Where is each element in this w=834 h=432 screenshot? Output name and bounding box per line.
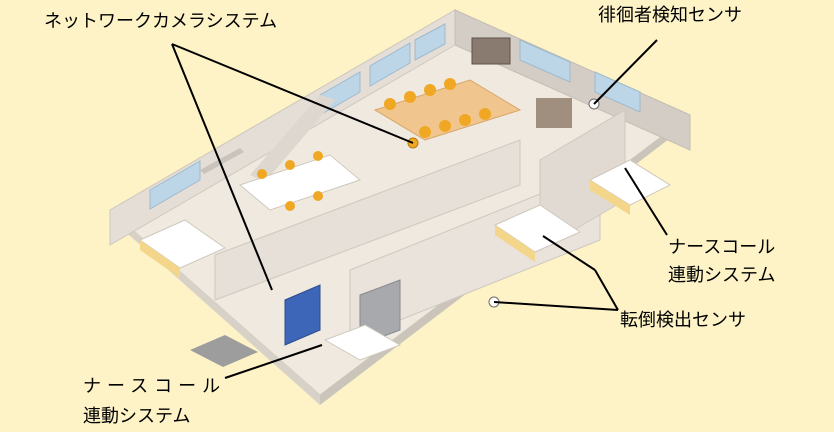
curtain (536, 98, 572, 128)
bed-icon (493, 204, 582, 253)
shelf-icon (284, 284, 321, 346)
table-icon (373, 79, 522, 141)
bed-icon (588, 159, 672, 206)
label-nurse-call-left-line2: 連動システム (83, 406, 191, 427)
wall-screen (471, 37, 511, 65)
shelf-icon (200, 148, 244, 174)
label-nurse-call-left: ナースコール 連動システム (83, 372, 226, 432)
label-fall-detection-sensor: 転倒検出センサ (620, 310, 746, 331)
partition-center (214, 139, 521, 301)
table-icon (323, 324, 402, 361)
label-nurse-call-right: ナースコール 連動システム (668, 234, 775, 290)
table-icon (238, 154, 362, 211)
bed-icon (138, 219, 227, 269)
partition-meeting-room (250, 95, 335, 182)
pointer-lines (171, 39, 668, 379)
label-network-camera-system: ネットワークカメラシステム (44, 11, 278, 32)
label-nurse-call-right-line1: ナースコール (668, 237, 776, 258)
window-row (149, 23, 641, 210)
bed-icon-frame (495, 225, 535, 262)
chair-icon (257, 151, 323, 211)
label-wander-sensor: 徘徊者検知センサ (598, 5, 742, 26)
chair-icon (384, 78, 491, 138)
label-nurse-call-right-line2: 連動システム (668, 265, 776, 286)
bed-icon-frame (140, 240, 180, 278)
bed-icon-frame (590, 180, 630, 215)
doormat (190, 335, 258, 367)
label-nurse-call-left-line1: ナースコール (83, 376, 227, 397)
